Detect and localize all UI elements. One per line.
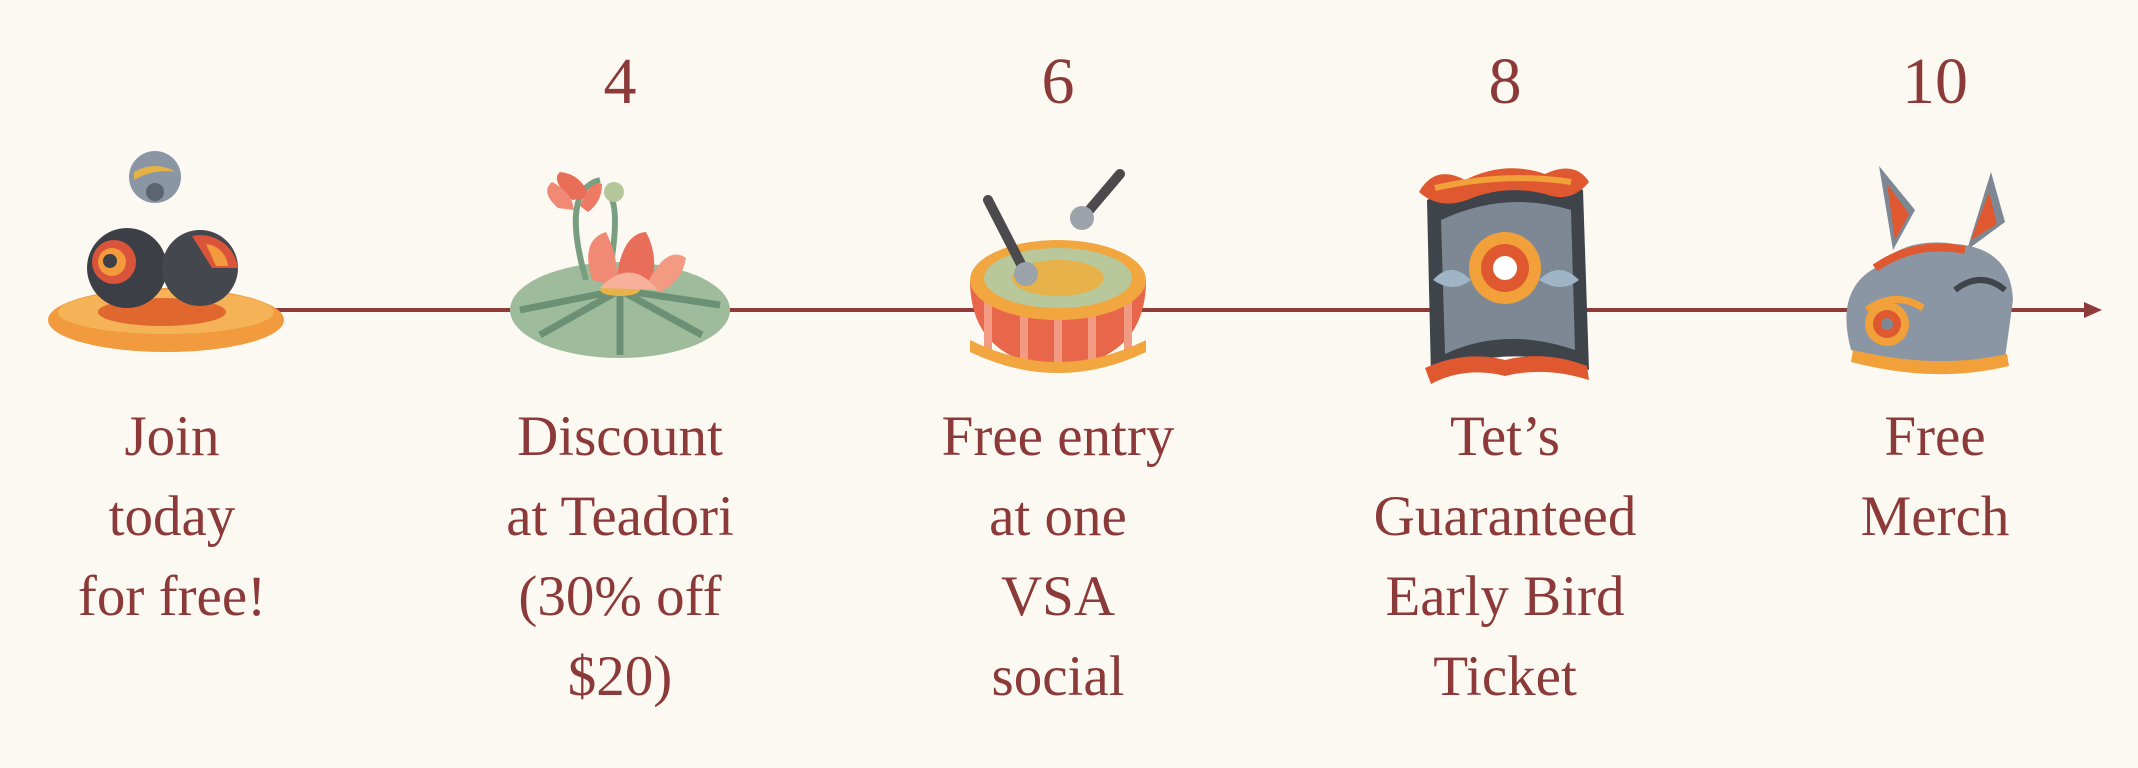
milestone-join: Join today for free!: [0, 0, 362, 768]
milestone-number: 8: [1488, 45, 1522, 118]
label-line: Early Bird: [1385, 565, 1625, 628]
label-line: social: [991, 645, 1125, 708]
label-line: Ticket: [1433, 645, 1577, 708]
label-line: Merch: [1860, 485, 2010, 548]
milestone-label: Free Merch: [1745, 397, 2125, 557]
milestone-4: 4 Discount at Teadori: [430, 0, 810, 768]
banner-scroll-icon: [1375, 140, 1635, 390]
label-line: (30% off: [518, 565, 722, 628]
label-line: Tet’s: [1450, 405, 1560, 468]
label-line: VSA: [1000, 565, 1116, 628]
milestone-6: 6 Free entry at one VSA social: [868, 0, 1248, 768]
milestone-label: Tet’s Guaranteed Early Bird Ticket: [1315, 397, 1695, 717]
label-line: Free: [1884, 405, 1986, 468]
milestone-label: Discount at Teadori (30% off $20): [430, 397, 810, 717]
label-line: today: [108, 485, 236, 548]
milestone-number: 4: [603, 45, 637, 118]
label-line: for free!: [77, 565, 267, 628]
label-line: Guaranteed: [1373, 485, 1637, 548]
lotus-icon: [490, 140, 750, 390]
milestone-label: Free entry at one VSA social: [868, 397, 1248, 717]
milestone-number: 10: [1902, 45, 1968, 118]
drum-icon: [928, 140, 1188, 390]
lion-mask-icon: [1805, 140, 2065, 390]
milestone-label: Join today for free!: [0, 397, 362, 637]
label-line: at one: [989, 485, 1127, 548]
label-line: Discount: [517, 405, 723, 468]
timeline-arrowhead: [2084, 302, 2102, 318]
label-line: Free entry: [941, 405, 1175, 468]
label-line: Join: [124, 405, 220, 468]
label-line: $20): [567, 645, 673, 708]
milestone-8: 8 Tet’s Guaranteed Early Bird Ticket: [1315, 0, 1695, 768]
label-line: at Teadori: [506, 485, 734, 548]
milestone-10: 10 Free Merch: [1745, 0, 2125, 768]
timeline-line: [230, 308, 2088, 312]
milestone-number: 6: [1041, 45, 1075, 118]
balls-on-plate-icon: [42, 140, 302, 390]
